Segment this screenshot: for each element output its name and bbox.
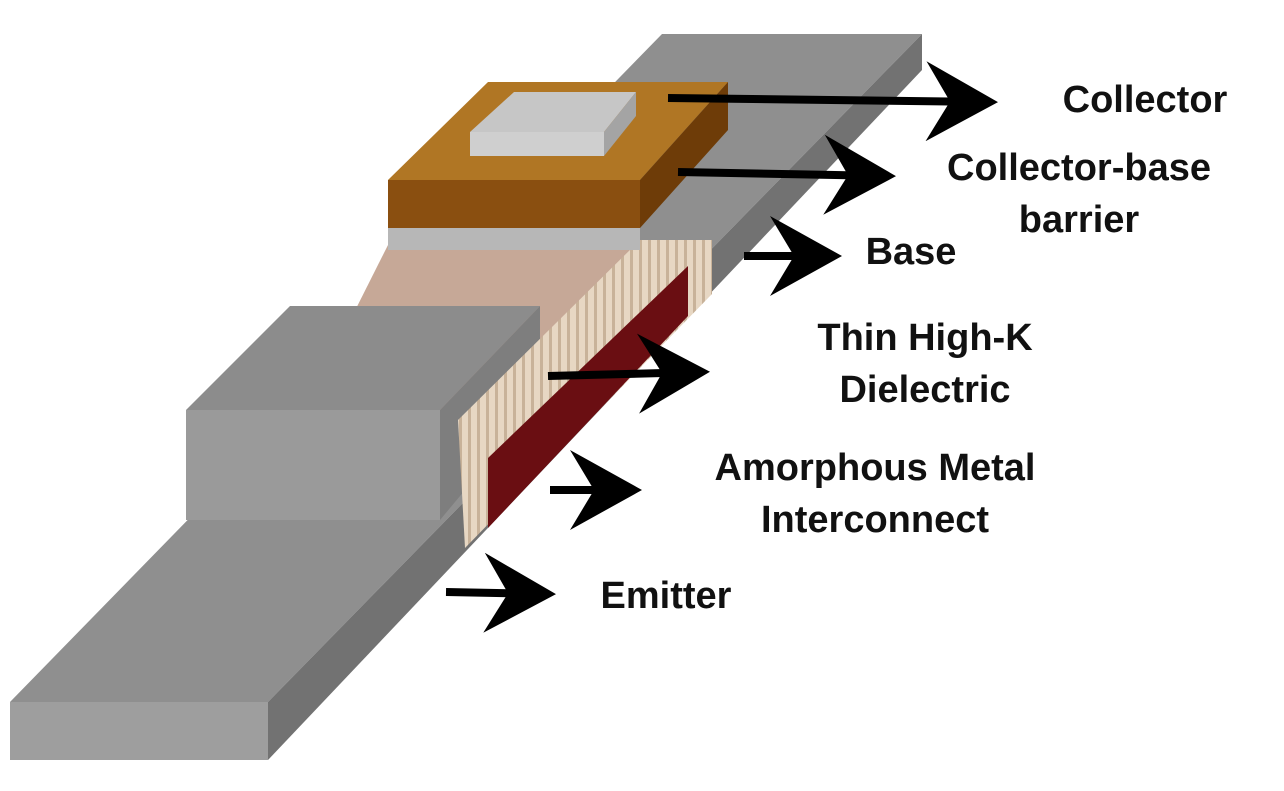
barrier-side xyxy=(640,82,728,228)
label-interconnect: Amorphous Metal Interconnect xyxy=(670,442,1080,546)
emitter-block-front xyxy=(186,410,440,520)
label-collector-base-barrier: Collector-base barrier xyxy=(906,142,1252,246)
callout-arrows xyxy=(445,61,998,633)
emitter-block-top xyxy=(186,306,540,410)
label-dielectric-line2: Dielectric xyxy=(839,369,1011,411)
label-emitter: Emitter xyxy=(574,570,758,622)
arrow-emitter xyxy=(445,552,556,633)
label-base: Base xyxy=(846,226,976,278)
label-collector-base-barrier-line1: Collector-base xyxy=(947,147,1211,189)
label-interconnect-line1: Amorphous Metal xyxy=(714,447,1036,489)
label-collector-base-barrier-line2: barrier xyxy=(1018,199,1140,241)
barrier-front xyxy=(388,180,640,228)
label-interconnect-line2: Interconnect xyxy=(760,499,990,541)
label-base-text: Base xyxy=(865,231,957,273)
collector-side xyxy=(604,92,636,156)
label-collector: Collector xyxy=(1030,74,1260,126)
collector-contact xyxy=(470,92,636,156)
label-collector-text: Collector xyxy=(1062,79,1228,121)
arrow-collector-base-barrier xyxy=(677,134,896,215)
base-band-front xyxy=(388,226,640,250)
interconnect-bar xyxy=(488,266,688,528)
emitter-strip-front xyxy=(10,702,268,760)
collector-front xyxy=(470,132,604,156)
collector-top xyxy=(470,92,636,132)
label-dielectric: Thin High-K Dielectric xyxy=(770,312,1080,416)
label-emitter-text: Emitter xyxy=(600,575,732,617)
arrow-dielectric xyxy=(547,333,710,414)
arrow-collector xyxy=(667,61,998,142)
label-dielectric-line1: Thin High-K xyxy=(817,317,1033,359)
